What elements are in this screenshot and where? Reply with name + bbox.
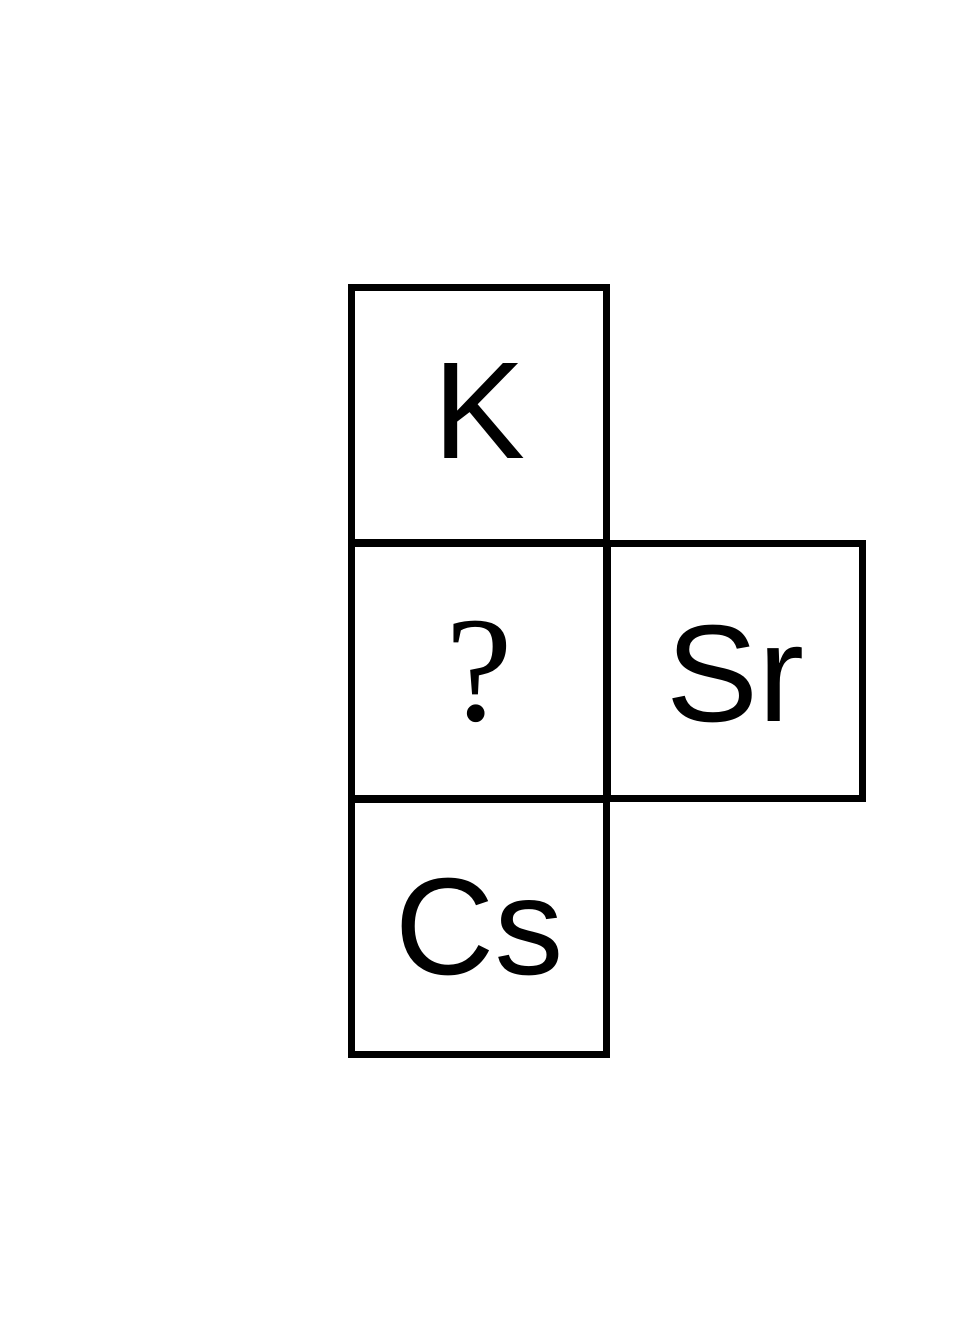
cell-unknown: ? <box>348 540 610 802</box>
cell-potassium: K <box>348 284 610 546</box>
question-mark: ? <box>445 587 513 753</box>
cell-strontium: Sr <box>604 540 866 802</box>
symbol-strontium: Sr <box>666 597 804 751</box>
symbol-cesium: Cs <box>394 850 564 1004</box>
cell-cesium: Cs <box>348 796 610 1058</box>
symbol-potassium: K <box>432 334 526 488</box>
